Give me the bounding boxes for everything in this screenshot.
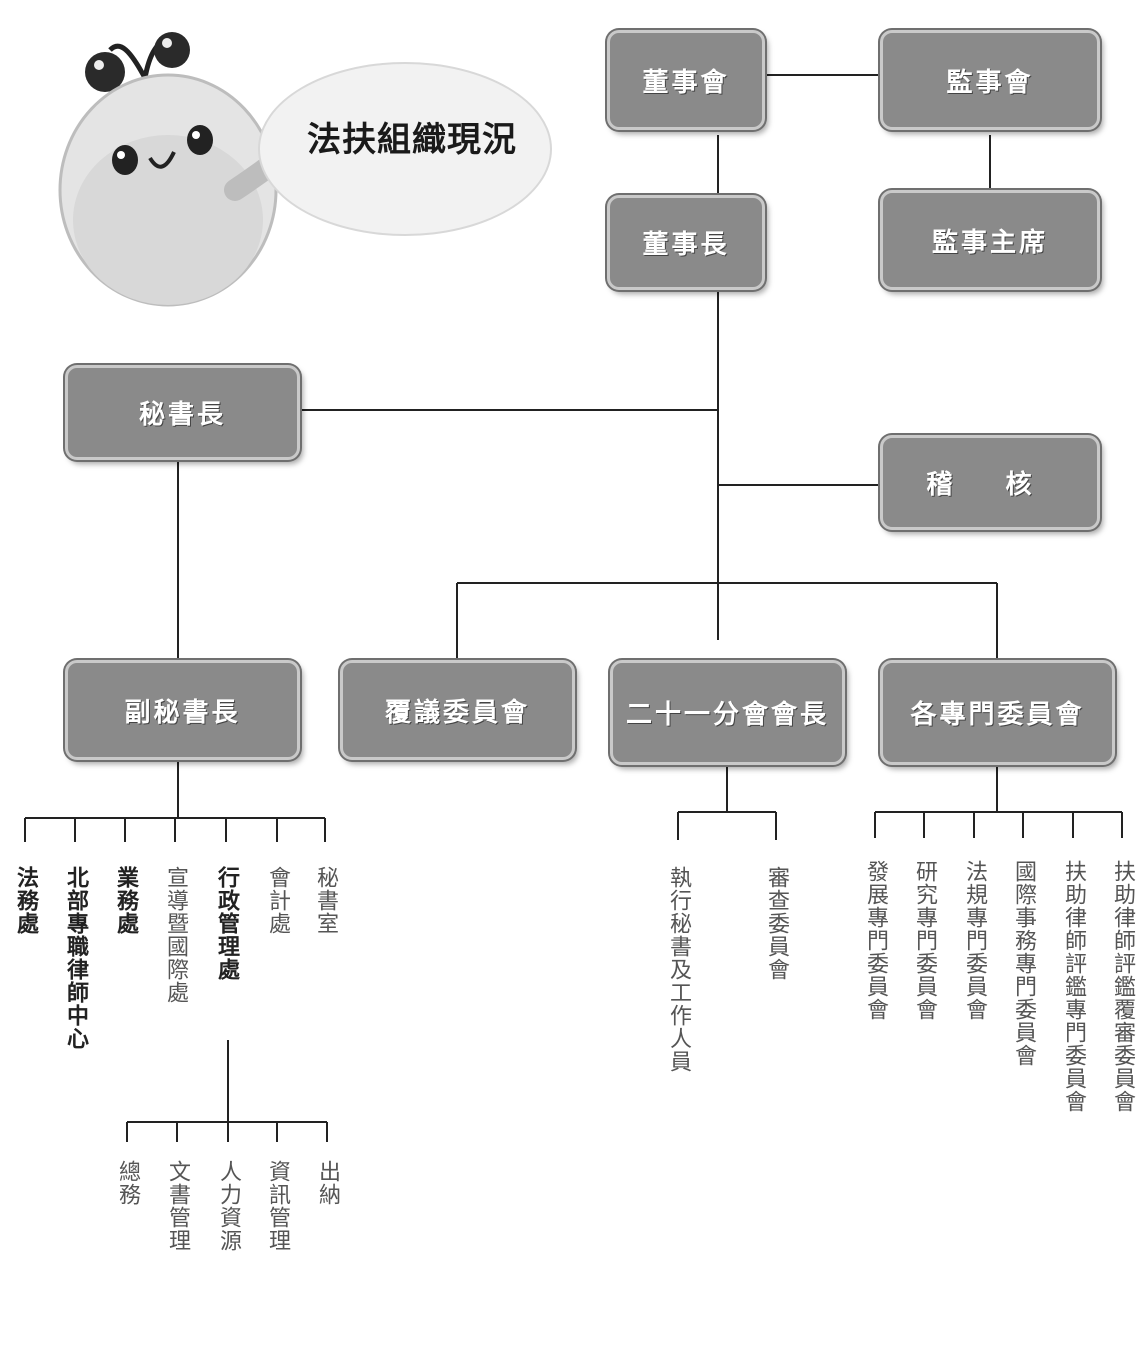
committee-international-affairs: 國際事務專門委員會 — [1011, 860, 1036, 1067]
page-title: 法扶組織現況 — [307, 120, 517, 160]
supervisors-box: 監事會 — [880, 30, 1100, 130]
board-box: 董事會 — [607, 30, 765, 130]
special-committees-box: 各專門委員會 — [880, 660, 1115, 765]
speech-bubble — [258, 62, 552, 236]
dept-north-lawyer-center: 北部專職律師中心 — [63, 866, 88, 1050]
admin-unit-information-management: 資訊管理 — [265, 1160, 290, 1252]
admin-unit-cashier: 出納 — [315, 1160, 340, 1206]
committee-lawyer-evaluation-review: 扶助律師評鑑覆審委員會 — [1110, 860, 1135, 1113]
committee-development: 發展專門委員會 — [863, 860, 888, 1021]
committee-research: 研究專門委員會 — [912, 860, 937, 1021]
mascot-illustration — [58, 32, 300, 307]
secretary-general-box: 秘書長 — [65, 365, 300, 460]
branch-unit-executive-staff: 執行秘書及工作人員 — [666, 866, 691, 1073]
admin-unit-human-resources: 人力資源 — [216, 1160, 241, 1252]
dept-secretariat: 秘書室 — [313, 866, 338, 935]
dept-promotion-international: 宣導暨國際處 — [163, 866, 188, 1004]
audit-box: 稽 核 — [880, 435, 1100, 530]
deputy-secretary-general-box: 副秘書長 — [65, 660, 300, 760]
review-committee-box: 覆議委員會 — [340, 660, 575, 760]
dept-accounting: 會計處 — [265, 866, 290, 935]
branch-unit-review-committee: 審查委員會 — [764, 866, 789, 981]
dept-administration: 行政管理處 — [214, 866, 239, 981]
committee-lawyer-evaluation: 扶助律師評鑑專門委員會 — [1061, 860, 1086, 1113]
admin-unit-general-affairs: 總務 — [115, 1160, 140, 1206]
committee-regulations: 法規專門委員會 — [962, 860, 987, 1021]
branch-heads-box: 二十一分會會長 — [610, 660, 845, 765]
admin-unit-document-management: 文書管理 — [165, 1160, 190, 1252]
chief-supervisor-box: 監事主席 — [880, 190, 1100, 290]
chairman-box: 董事長 — [607, 195, 765, 290]
dept-business: 業務處 — [113, 866, 138, 935]
dept-legal: 法務處 — [13, 866, 38, 935]
